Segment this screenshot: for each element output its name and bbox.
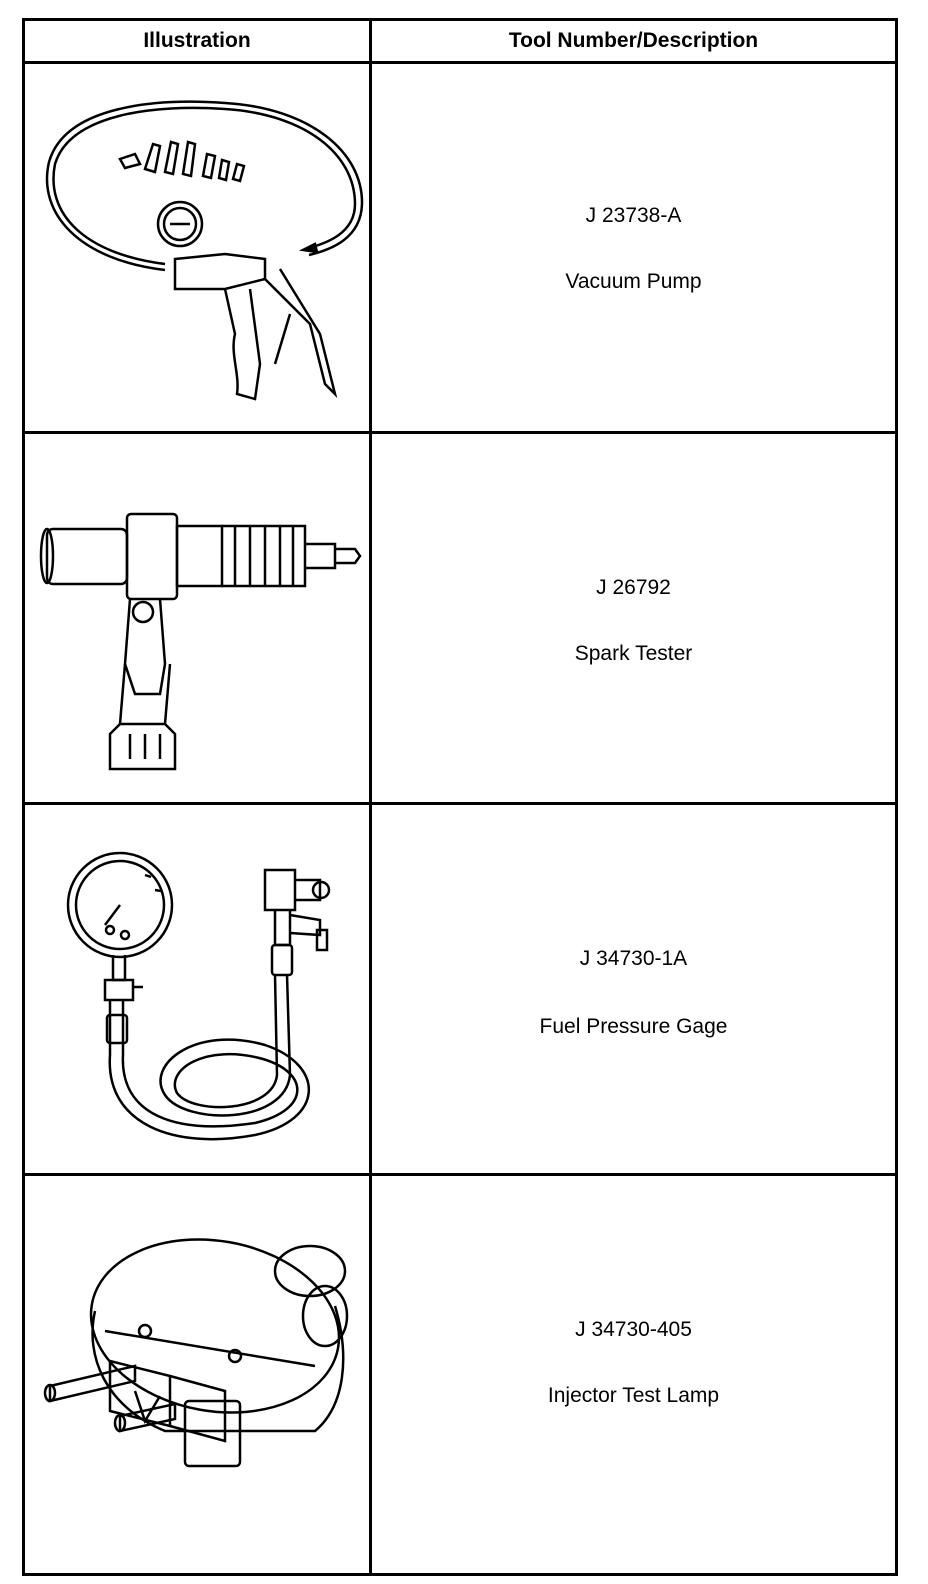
tool-name: Injector Test Lamp <box>547 1384 720 1407</box>
tool-number: J 34730-1A <box>579 947 688 970</box>
tool-description-cell: J 34730-1A Fuel Pressure Gage <box>372 805 895 1173</box>
tool-table: Illustration Tool Number/Description <box>22 18 898 1576</box>
table-row: J 34730-1A Fuel Pressure Gage <box>25 805 895 1176</box>
table-row: J 23738-A Vacuum Pump <box>25 64 895 434</box>
tool-description-cell: J 26792 Spark Tester <box>372 434 895 802</box>
tool-name: Spark Tester <box>574 642 693 665</box>
tool-description-cell: J 23738-A Vacuum Pump <box>372 64 895 431</box>
tool-number: J 26792 <box>596 576 671 599</box>
vacuum-pump-illustration <box>25 64 369 431</box>
table-header: Illustration Tool Number/Description <box>25 21 895 64</box>
tool-number: J 23738-A <box>585 204 682 227</box>
spark-tester-illustration <box>25 434 369 802</box>
header-tool-description: Tool Number/Description <box>508 29 759 52</box>
header-illustration: Illustration <box>143 29 251 52</box>
column-divider <box>369 21 372 1573</box>
injector-test-lamp-illustration <box>25 1176 369 1573</box>
fuel-pressure-gage-illustration <box>25 805 369 1173</box>
tool-description-cell: J 34730-405 Injector Test Lamp <box>372 1176 895 1573</box>
tool-name: Vacuum Pump <box>565 270 702 293</box>
tool-number: J 34730-405 <box>575 1318 692 1341</box>
tool-name: Fuel Pressure Gage <box>539 1015 728 1038</box>
table-row: J 34730-405 Injector Test Lamp <box>25 1176 895 1573</box>
table-row: J 26792 Spark Tester <box>25 434 895 805</box>
